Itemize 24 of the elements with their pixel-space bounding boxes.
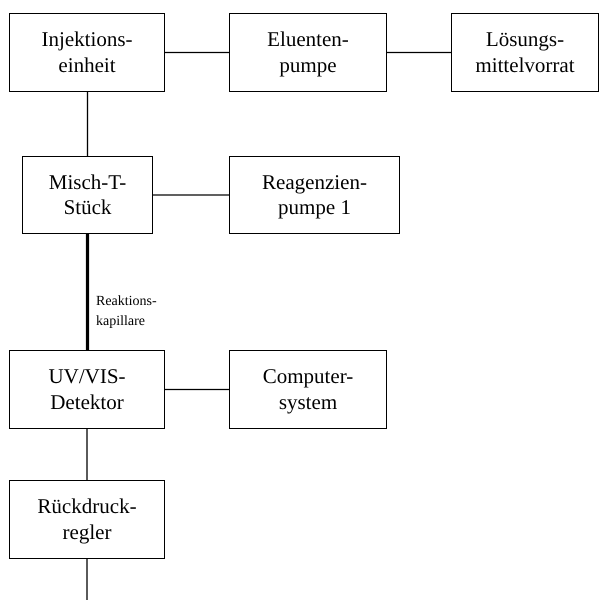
connector-line [86,92,88,156]
connector-line [86,559,88,600]
box-label: Eluenten- pumpe [266,27,350,78]
box-label: Rückdruck- regler [36,494,138,545]
connector-line [165,52,229,54]
box-label: Injektions- einheit [40,27,134,78]
connector-line [86,234,90,350]
connector-line [387,52,451,54]
box-label: Computer- system [262,364,354,415]
box-label: Misch-T- Stück [48,170,128,220]
box-label: UV/VIS- Detektor [48,364,126,415]
box-label: Reagenzien- pumpe 1 [261,170,368,220]
process-box [229,156,400,234]
process-box [9,350,165,429]
process-box [9,13,165,92]
box-label: Lösungs- mittelvorrat [474,27,576,78]
connector-line [153,194,229,196]
connector-line [165,388,229,390]
connector-line [86,429,88,480]
process-box [229,350,387,429]
process-box [229,13,387,92]
process-box [22,156,153,234]
process-box [451,13,599,92]
process-box [9,480,165,559]
